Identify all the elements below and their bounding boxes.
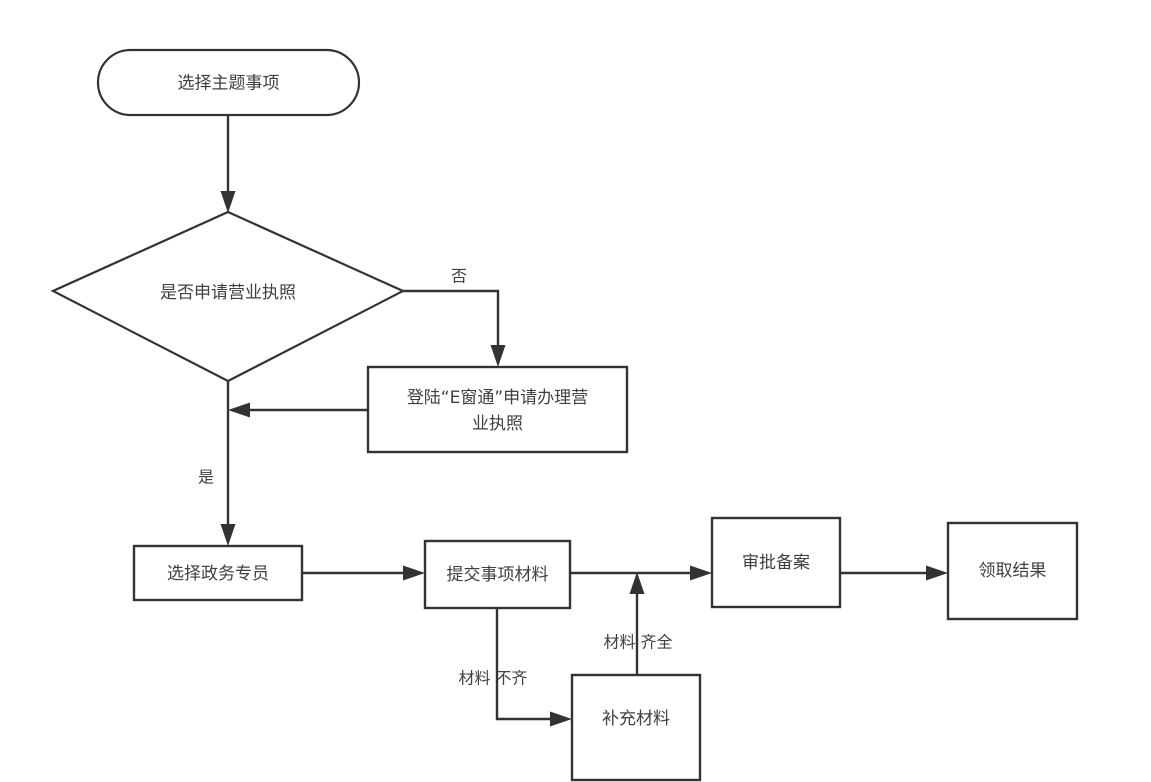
node-label-approve: 审批备案: [742, 553, 810, 573]
node-start[interactable]: 选择主题事项: [96, 48, 361, 117]
edge-label-complete: 材料 齐全: [603, 633, 672, 652]
edge-approve-to-result: [840, 565, 948, 581]
edge-ewindow-to-trunk: [228, 402, 368, 418]
edge-submit-to-supplement: [495, 608, 572, 727]
node-decision[interactable]: 是否申请营业执照: [50, 210, 406, 383]
edge-submit-to-approve: [570, 565, 712, 581]
node-label-submit: 提交事项材料: [447, 565, 549, 585]
edge-supplement-to-approve-line: [629, 572, 645, 675]
node-shape: [423, 539, 572, 610]
edge-line: [403, 289, 500, 353]
node-shape: [96, 48, 361, 117]
arrow-head-icon: [403, 565, 425, 581]
arrow-head-icon: [690, 565, 712, 581]
node-shape: [946, 521, 1079, 621]
node-approve[interactable]: 审批备案: [710, 516, 842, 609]
arrow-head-icon: [220, 191, 236, 213]
edge-label-incomplete: 材料 不齐: [458, 669, 527, 688]
arrow-head-icon: [629, 572, 645, 594]
arrow-head-icon: [550, 711, 572, 727]
edge-decision-to-officer: [220, 381, 236, 546]
node-supplement[interactable]: 补充材料: [570, 673, 702, 782]
edge-line: [495, 608, 558, 721]
node-shape: [710, 516, 842, 609]
node-label-start: 选择主题事项: [178, 74, 280, 94]
arrow-head-icon: [228, 402, 250, 418]
node-shape: [50, 210, 406, 383]
node-ewindow[interactable]: 登陆“E窗通”申请办理营 业执照: [366, 365, 629, 454]
node-label-decision: 是否申请营业执照: [160, 283, 296, 303]
node-label-officer: 选择政务专员: [167, 564, 269, 584]
edge-decision-to-ewindow: [403, 289, 506, 367]
edge-start-to-decision: [220, 115, 236, 213]
edge-officer-to-submit: [302, 565, 425, 581]
node-officer[interactable]: 选择政务专员: [132, 544, 304, 602]
node-label-result: 领取结果: [979, 561, 1047, 581]
edge-label-no: 否: [451, 267, 467, 286]
node-shape: [132, 544, 304, 602]
arrow-head-icon: [490, 345, 506, 367]
node-shape: [570, 673, 702, 782]
node-submit[interactable]: 提交事项材料: [423, 539, 572, 610]
node-shape: [366, 365, 629, 454]
node-result[interactable]: 领取结果: [946, 521, 1079, 621]
arrow-head-icon: [220, 524, 236, 546]
edge-label-yes: 是: [198, 468, 214, 487]
node-label-ewindow-line2: 业执照: [472, 414, 523, 434]
node-label-ewindow-line1: 登陆“E窗通”申请办理营: [407, 388, 588, 408]
node-label-supplement: 补充材料: [602, 709, 670, 729]
arrow-head-icon: [926, 565, 948, 581]
